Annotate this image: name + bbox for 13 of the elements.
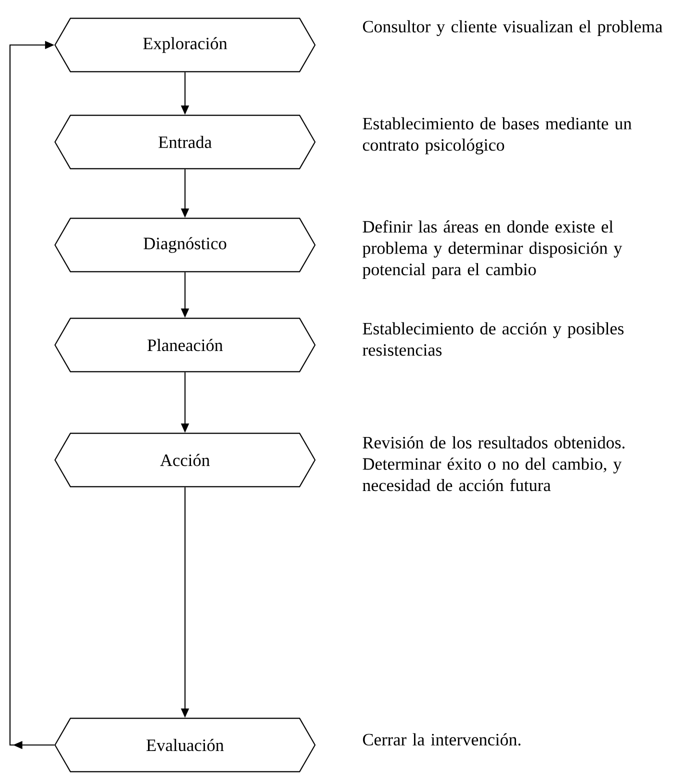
- description-text: Consultor y cliente visualizan el problema: [362, 20, 662, 36]
- description-text: Revisión de los resultados obtenidos. Determinar éxito o no del cambio, y necesidad de acción futura: [362, 436, 624, 492]
- description-text: Definir las áreas en donde existe el problema y determinar disposición y potencial para el cambio: [362, 220, 622, 279]
- feedback-arrow: [9, 40, 54, 750]
- hexagon-box: Diagnóstico: [54, 218, 316, 272]
- hexagon-box: Planeación: [54, 318, 316, 372]
- description-text: Establecimiento de acción y posibles resistencias: [362, 322, 624, 356]
- hexagon-box: Entrada: [54, 114, 316, 170]
- description-text: Cerrar la intervención.: [362, 733, 520, 746]
- description-text: Establecimiento de bases mediante un contrato psicológico: [362, 117, 632, 154]
- hexagon-box: Acción: [54, 432, 316, 488]
- hexagon-box: Exploración: [54, 18, 316, 72]
- hexagon-box: Evaluación: [54, 718, 316, 772]
